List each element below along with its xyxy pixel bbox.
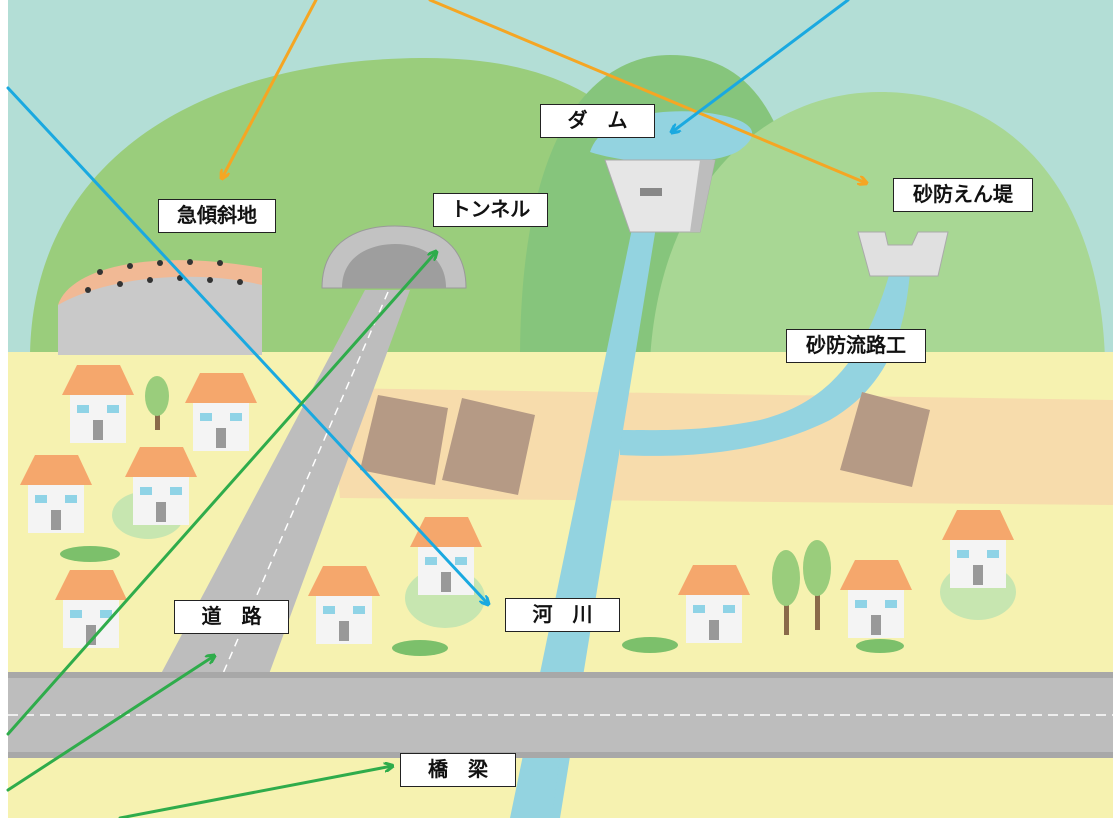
farm-plots [360,392,930,495]
houses [20,365,1016,648]
label-bridge: 橋 梁 [400,753,516,787]
arrow-tunnel [6,252,436,736]
arrow-steep-slope [222,0,318,178]
label-dam: ダ ム [540,104,655,138]
arrow-road [6,656,214,792]
slope-net [58,260,262,305]
arrow-dam [672,0,850,132]
slope-dots [85,259,243,293]
arrow-river [6,86,488,604]
label-road: 道 路 [174,600,289,634]
sabo-channel [620,272,910,456]
arrow-sabo-dam [428,0,866,183]
sabo-dam-structure [857,231,949,277]
label-sabo-channel: 砂防流路工 [786,329,926,363]
river [510,190,662,818]
mountain-right [650,92,1105,360]
arrow-bridge [118,766,392,818]
label-river: 河 川 [505,598,620,632]
label-sabo-dam: 砂防えん堤 [893,178,1033,212]
label-steep-slope: 急傾斜地 [158,199,276,233]
slope-wall [58,266,262,355]
label-tunnel: トンネル [433,193,548,227]
trees [60,376,904,656]
callout-arrows [6,0,866,818]
